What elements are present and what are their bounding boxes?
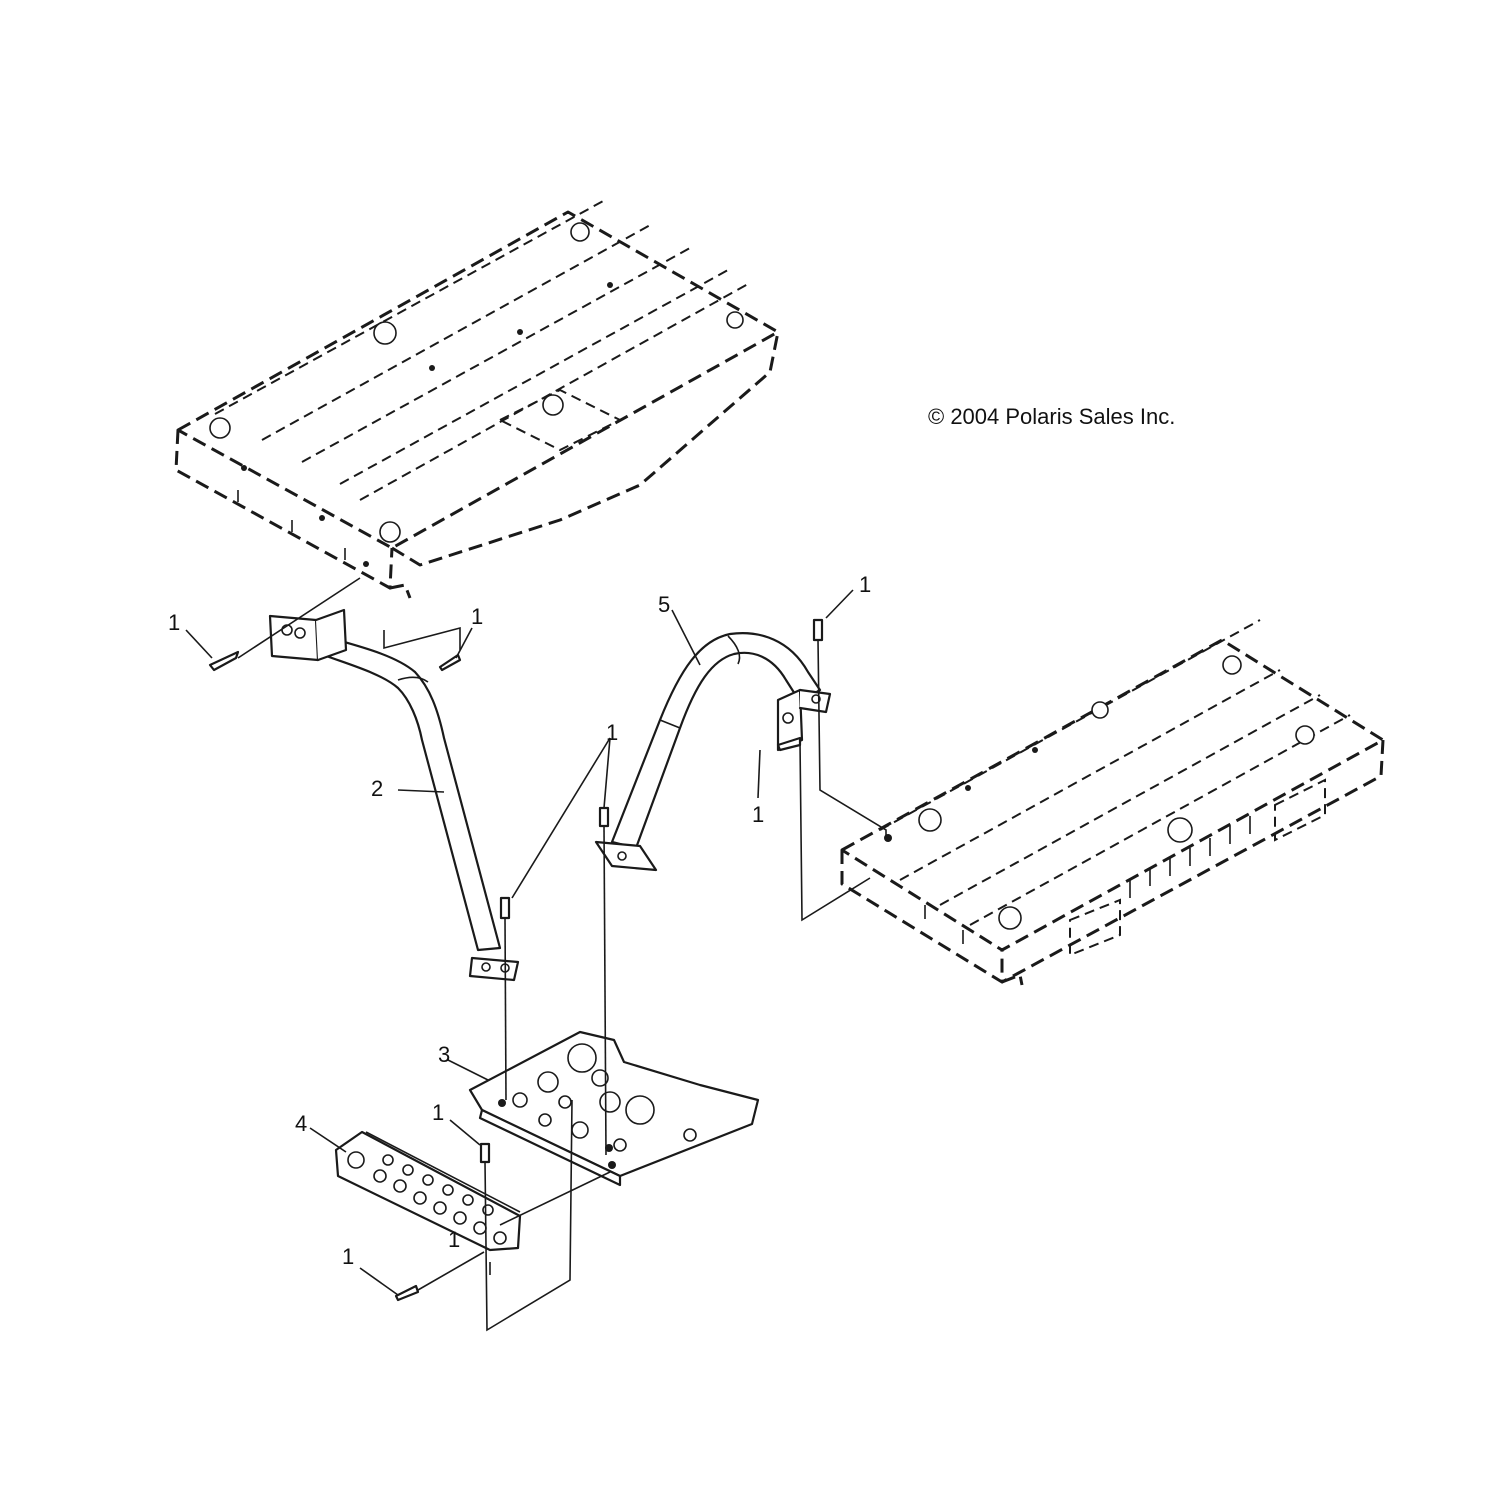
copyright-notice: © 2004 Polaris Sales Inc. [928,404,1175,429]
step-plate [334,1130,522,1252]
callout-bolt-upper-right: 1 [471,604,483,629]
callout-skid-plate: 3 [438,1042,450,1067]
rear-brace [594,632,832,872]
callout-bolt-center-pair: 1 [606,720,618,745]
callout-step-plate: 4 [295,1111,307,1136]
bolts [208,618,824,1302]
callout-bolt-right-lower: 1 [752,802,764,827]
callout-rear-brace: 5 [658,592,670,617]
front-brace [268,608,520,982]
callout-bolt-right-top: 1 [859,572,871,597]
callout-bolt-lower-mid: 1 [448,1227,460,1252]
callout-bolt-upper-left: 1 [168,610,180,635]
lower-frame-reference [840,619,1385,986]
alignment-lines [237,577,887,1332]
callout-bolt-lower-center: 1 [432,1100,444,1125]
upper-frame-reference [174,199,780,599]
callout-front-brace: 2 [371,776,383,801]
callout-bolt-lower-left: 1 [342,1244,354,1269]
skid-plate [468,1030,760,1187]
callout-leaders [185,589,854,1296]
